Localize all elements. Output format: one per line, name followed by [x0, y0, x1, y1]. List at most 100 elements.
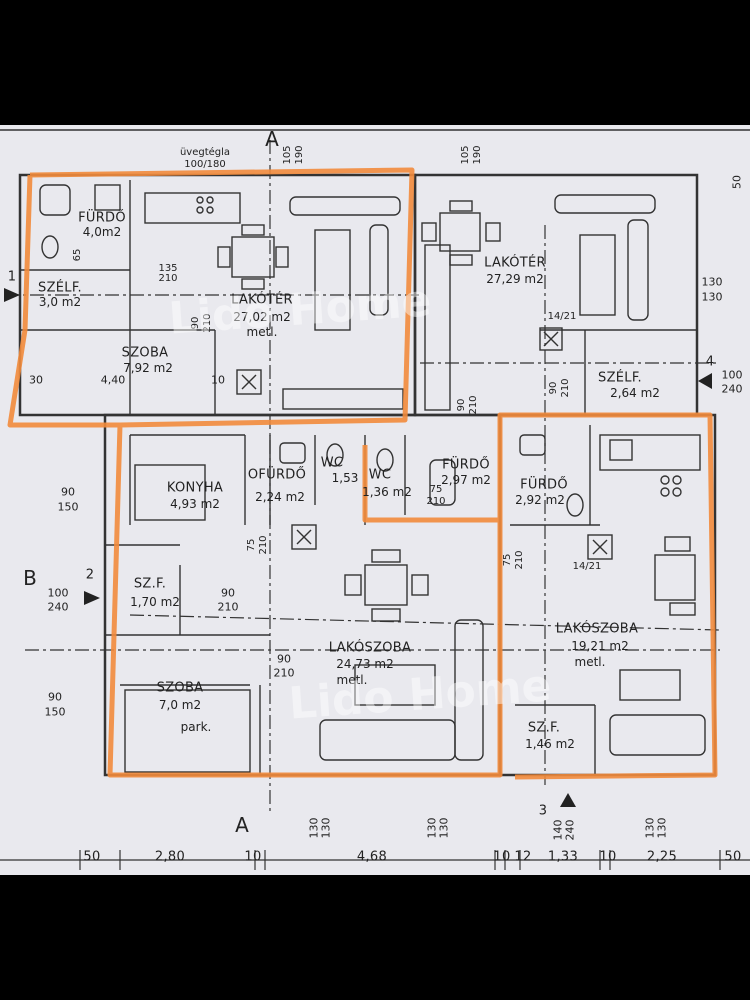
bottom-dimension: 10 — [493, 849, 511, 865]
bottom-dimension: 12 — [514, 849, 532, 865]
chair — [664, 536, 691, 552]
room-name: SZÉLF. — [38, 280, 82, 296]
bottom-dimension: 2,80 — [154, 849, 186, 865]
section-number: 1 — [7, 269, 17, 285]
room-area: 4,0m2 — [82, 225, 122, 239]
opening-height: 190 — [294, 145, 305, 165]
small-room-area — [124, 689, 251, 773]
room-area: 2,64 m2 — [610, 386, 660, 400]
opening-height: 210 — [560, 378, 571, 398]
window-size: 14/21 — [572, 561, 602, 572]
bottom-opening: 130 — [307, 817, 321, 839]
room-area: 2,97 m2 — [441, 473, 491, 487]
opening-height: 210 — [514, 550, 525, 570]
room-name: SZOBA — [121, 345, 169, 361]
opening-width: 90 — [48, 690, 62, 704]
opening-height: 210 — [217, 600, 239, 614]
kitchen-counter — [134, 464, 206, 521]
opening-height: 240 — [721, 382, 743, 396]
bottom-dimension: 2,25 — [646, 849, 678, 865]
opening-height: 150 — [57, 500, 79, 514]
opening-width: 105 — [282, 145, 293, 165]
toilet — [41, 235, 59, 259]
opening-height: 150 — [44, 705, 66, 719]
section-line-2 — [129, 614, 721, 631]
section-label-a: A — [265, 127, 279, 151]
washbasin — [94, 184, 121, 211]
side-dimension: 10 — [211, 373, 225, 387]
opening-width: 90 — [548, 381, 559, 395]
sofa — [609, 714, 706, 756]
chair — [449, 200, 473, 212]
room-name: LAKÓSZOBA — [555, 621, 639, 637]
bed — [314, 229, 351, 331]
opening-width: 135 — [158, 263, 178, 274]
opening-width: 130 — [701, 275, 723, 289]
chair — [669, 602, 696, 616]
chair — [241, 278, 265, 290]
chair — [421, 222, 437, 242]
chair — [411, 574, 429, 596]
room-area: 7,0 m2 — [158, 698, 202, 712]
chair — [344, 574, 362, 596]
sofa — [554, 194, 656, 214]
dining-table — [231, 236, 275, 278]
bottom-opening: 130 — [655, 817, 669, 839]
chair — [371, 549, 401, 563]
room-note: metl. — [246, 325, 278, 339]
side-dimension: 4,40 — [100, 373, 126, 387]
sofa — [289, 196, 401, 216]
section-marker-1 — [4, 288, 20, 302]
room-name: LAKÓTÉR — [231, 292, 293, 308]
sofa — [627, 219, 649, 321]
room-note: metl. — [574, 655, 606, 669]
room-area: 7,92 m2 — [123, 361, 173, 375]
kitchen-counter — [424, 244, 451, 411]
room-name: SZOBA — [156, 680, 204, 696]
opening-height: 210 — [158, 273, 178, 284]
opening-width: 100 — [47, 586, 69, 600]
room-area: 3,0 m2 — [38, 295, 82, 309]
shower — [429, 459, 456, 506]
room-name: FÜRDŐ — [442, 457, 490, 473]
section-label-a: A — [235, 813, 249, 837]
room-note: metl. — [336, 673, 368, 687]
bottom-dimension: 10 — [599, 849, 617, 865]
dining-table — [654, 554, 696, 601]
opening-width: 90 — [61, 485, 75, 499]
room-area: 1,70 m2 — [130, 595, 180, 609]
kitchen-counter — [144, 192, 241, 224]
bottom-opening: 140 — [551, 819, 565, 841]
section-marker-2 — [84, 591, 100, 605]
chair — [217, 246, 231, 268]
room-area: 4,93 m2 — [170, 497, 220, 511]
washbasin — [519, 434, 546, 456]
bottom-opening: 130 — [425, 817, 439, 839]
opening-height: 210 — [258, 535, 269, 555]
floor-plan-sheet: FÜRDŐ 4,0m2 SZÉLF. 3,0 m2 LAKÓTÉR 27,02 … — [0, 125, 750, 875]
side-dimension: 30 — [29, 373, 43, 387]
opening-width: 75 — [502, 553, 513, 567]
window-size: 14/21 — [547, 311, 577, 322]
toilet — [566, 493, 584, 517]
room-area: 27,02 m2 — [233, 310, 291, 324]
opening-width: 75 — [246, 538, 257, 552]
opening-width: 75 — [429, 484, 443, 495]
room-area: 27,29 m2 — [486, 272, 544, 286]
highlight-outline — [7, 174, 120, 428]
section-number: 3 — [538, 803, 548, 819]
opening-width: 90 — [456, 398, 467, 412]
chair — [449, 254, 473, 266]
bottom-dimension: 50 — [724, 849, 742, 865]
room-name: WC — [368, 467, 392, 483]
bottom-dimension: 10 — [244, 849, 262, 865]
bottom-opening: 130 — [437, 817, 451, 839]
chair — [371, 608, 401, 622]
section-number: 2 — [85, 567, 95, 583]
dining-table — [364, 564, 408, 606]
opening-width: 90 — [221, 586, 235, 600]
opening-width: 100 — [721, 368, 743, 382]
room-area: 1,36 m2 — [362, 485, 412, 499]
opening-height: 210 — [273, 666, 295, 680]
side-dimension: 50 — [730, 175, 744, 189]
